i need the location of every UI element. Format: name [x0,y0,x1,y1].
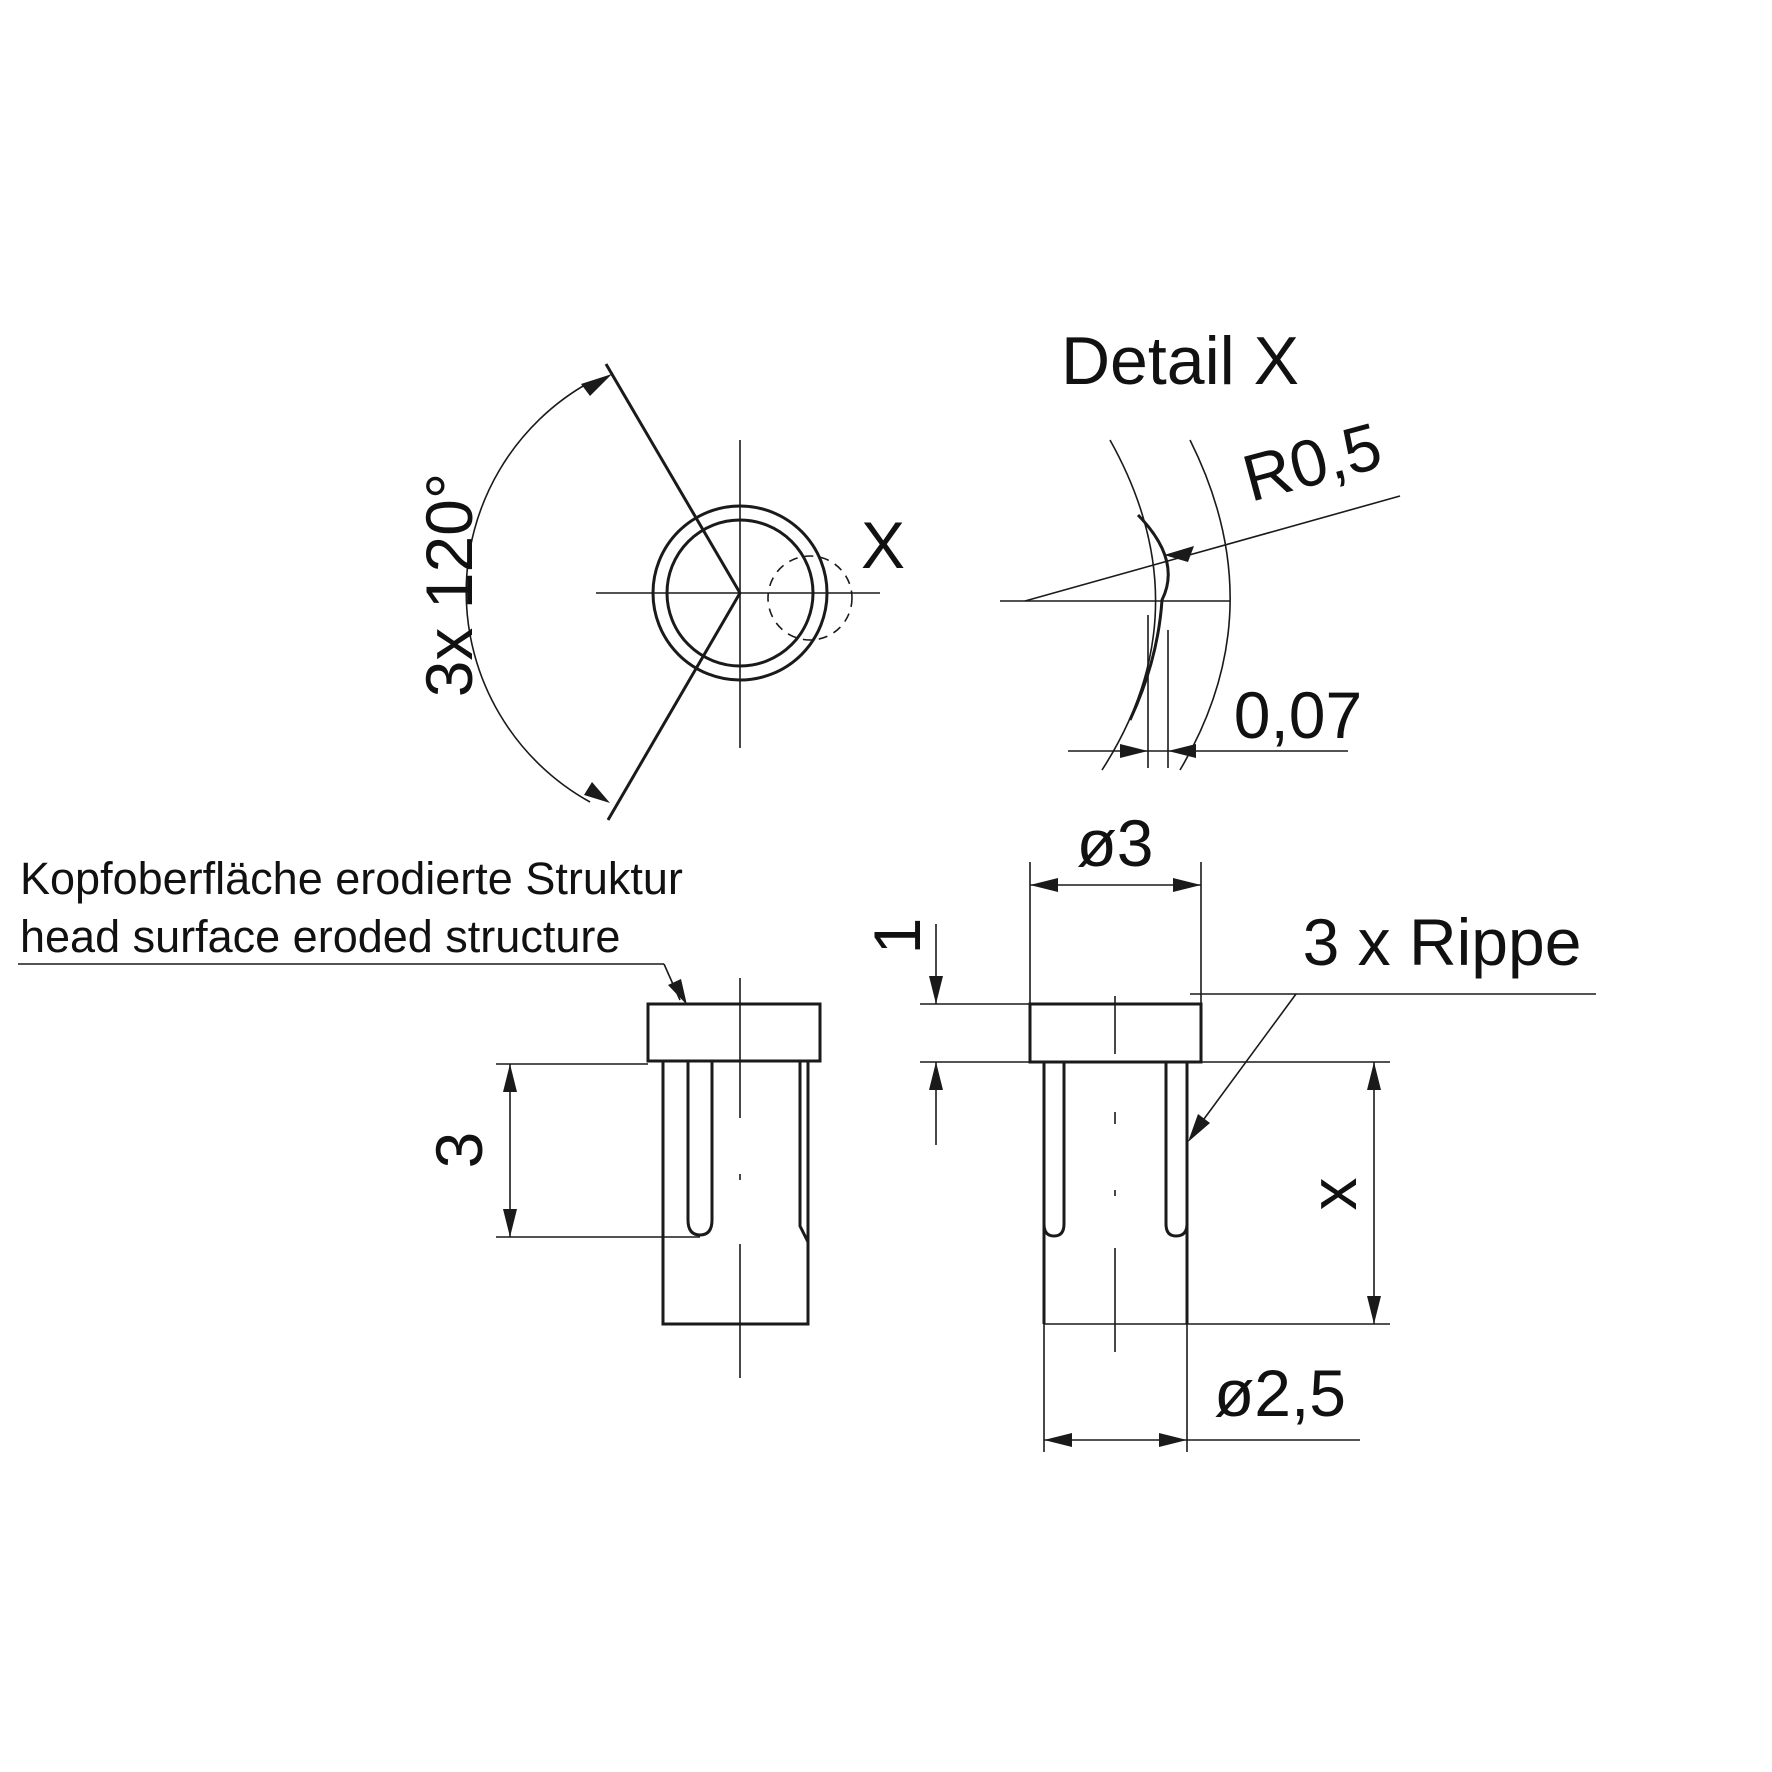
rib-length-label: 3 [422,1132,496,1169]
note-english: head surface eroded structure [20,911,620,962]
detail-view: Detail X R0,5 0,07 [1000,323,1401,771]
side-view: 3 [422,978,822,1378]
detail-marker: X [861,508,905,582]
angle-label: 3x 120° [412,473,486,698]
top-view: 3x 120° X [412,363,905,821]
radius-label: R0,5 [1235,408,1389,516]
detail-title: Detail X [1061,323,1299,399]
surface-note: Kopfoberfläche erodierte Struktur head s… [18,853,687,1005]
detail-arc-outer-1 [1101,439,1157,771]
rib-label: 3 x Rippe [1303,905,1582,979]
offset-label: 0,07 [1234,678,1362,752]
head-diameter-label: ø3 [1076,806,1153,880]
length-label: x [1296,1178,1370,1211]
angle-arc [465,381,591,803]
detail-rib-profile [1128,513,1170,721]
shaft-diameter-label: ø2,5 [1214,1356,1346,1430]
detail-arc-outer-2 [1179,439,1231,771]
detail-x-circle [767,555,853,641]
head-height-label: 1 [860,918,934,955]
note-german: Kopfoberfläche erodierte Struktur [20,853,683,904]
front-view: ø3 1 3 x Rippe x ø2,5 [860,806,1596,1452]
